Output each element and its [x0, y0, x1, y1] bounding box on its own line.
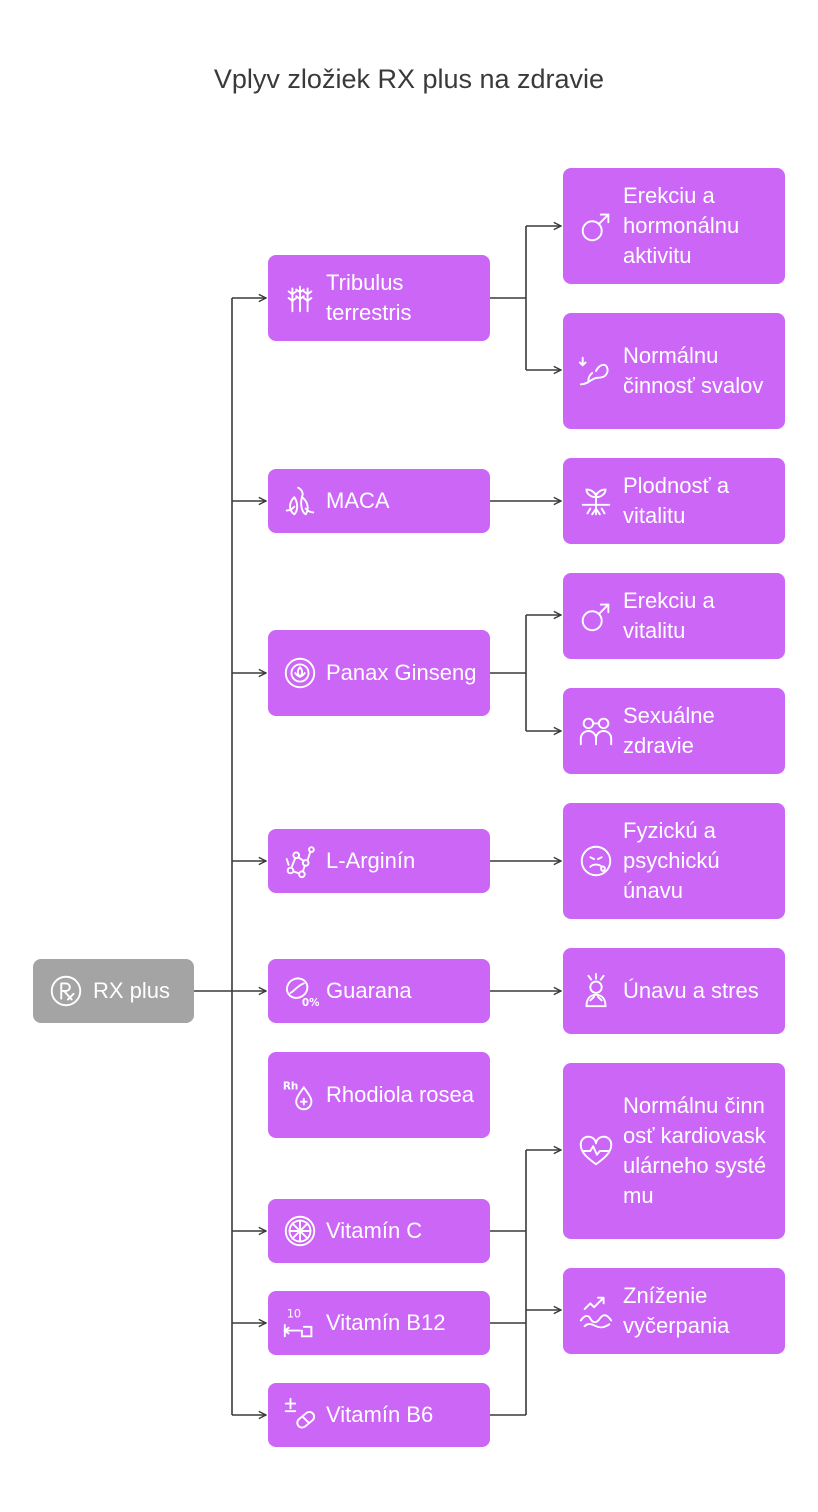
ingredient-label: Vitamín B6: [326, 1402, 434, 1427]
effect-plodnost: Plodnosť a vitalitu: [563, 458, 785, 544]
effect-label: Sexuálne zdravie: [623, 703, 715, 758]
ingredient-label: Guarana: [326, 978, 412, 1003]
ingredient-label: MACA: [326, 488, 390, 513]
ingredient-panax: Panax Ginseng: [268, 630, 490, 716]
head-stress-icon: [575, 840, 617, 882]
root-node: RX plus: [33, 959, 194, 1023]
energy-trend-icon: [575, 1290, 617, 1332]
effect-kardio: Normálnu činnosť kardiovaskulárneho syst…: [563, 1063, 785, 1239]
sprout-icon: [575, 480, 617, 522]
ingredient-vitamin-c: Vitamín C: [268, 1199, 490, 1263]
effect-vycerpanie: Zníženie vyčerpania: [563, 1268, 785, 1354]
male-symbol-icon: [575, 595, 617, 637]
ingredient-larginin: L-Arginín: [268, 829, 490, 893]
ingredient-vitamin-b6: Vitamín B6: [268, 1383, 490, 1447]
effect-label: Únavu a stres: [623, 978, 759, 1003]
ingredient-label: Vitamín B12: [326, 1310, 446, 1335]
wheat-icon: [280, 277, 320, 319]
caffeine-free-icon: 0%: [280, 970, 320, 1012]
effect-label: Normálnu činnosť svalov: [623, 343, 764, 398]
effect-svaly: Normálnu činnosť svalov: [563, 313, 785, 429]
effect-stres: Únavu a stres: [563, 948, 785, 1034]
effect-label: Normálnu činnosť kardiovaskulárneho syst…: [623, 1093, 767, 1208]
ingredient-guarana: 0% Guarana: [268, 959, 490, 1023]
ingredient-vitamin-b12: 10 Vitamín B12: [268, 1291, 490, 1355]
root-plant-icon: [280, 480, 320, 522]
effect-unava: Fyzickú a psychickú únavu: [563, 803, 785, 919]
ingredient-label: Tribulus terrestris: [326, 270, 412, 325]
heartbeat-icon: [575, 1130, 617, 1172]
root-label: RX plus: [93, 978, 171, 1003]
svg-text:10: 10: [287, 1306, 302, 1320]
rh-drop-icon: Rh: [280, 1074, 320, 1116]
svg-text:0%: 0%: [302, 997, 319, 1009]
effect-label: Erekciu a vitalitu: [623, 588, 715, 643]
male-symbol-icon: [575, 205, 617, 247]
stressed-person-icon: [575, 970, 617, 1012]
ingredient-label: Panax Ginseng: [326, 660, 477, 685]
couple-icon: [575, 710, 617, 752]
page-title: Vplyv zložiek RX plus na zdravie: [213, 64, 605, 94]
effect-sexualne: Sexuálne zdravie: [563, 688, 785, 774]
effect-label: Erekciu a hormonálnu aktivitu: [623, 183, 740, 268]
svg-text:Rh: Rh: [283, 1080, 298, 1092]
molecule-icon: [280, 840, 320, 882]
dose-measure-icon: 10: [280, 1302, 320, 1344]
ingredient-label: Vitamín C: [326, 1218, 423, 1243]
muscle-arm-icon: [575, 350, 617, 392]
rx-prescription-icon: [45, 970, 87, 1012]
ginseng-seal-icon: [280, 652, 320, 694]
ingredient-rhodiola: Rh Rhodiola rosea: [268, 1052, 490, 1138]
ingredient-tribulus: Tribulus terrestris: [268, 255, 490, 341]
effect-label: Plodnosť a vitalitu: [623, 473, 730, 528]
ingredient-maca: MACA: [268, 469, 490, 533]
pill-plus-minus-icon: [280, 1394, 320, 1436]
effect-label: Fyzickú a psychickú únavu: [623, 818, 720, 903]
effect-erekcia-hormon: Erekciu a hormonálnu aktivitu: [563, 168, 785, 284]
ingredient-label: L-Arginín: [326, 848, 416, 873]
citrus-slice-icon: [280, 1210, 320, 1252]
ingredient-label: Rhodiola rosea: [326, 1082, 474, 1107]
effect-erekcia-vital: Erekciu a vitalitu: [563, 573, 785, 659]
effect-label: Zníženie vyčerpania: [623, 1283, 730, 1338]
